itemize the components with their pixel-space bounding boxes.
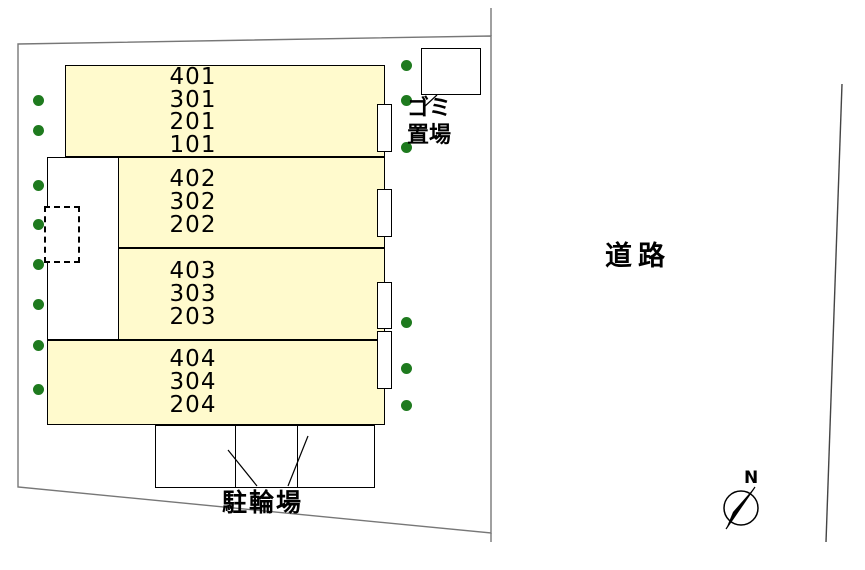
building-block-2: 402 302 202 [118,157,385,248]
unit-label: 304 [169,369,217,395]
bicycle-parking-area [155,425,375,488]
tree-icon [33,219,44,230]
unit-numbers-block-3: 403 303 203 [143,249,243,339]
tree-icon [401,363,412,374]
garbage-area-label: ゴミ 置場 [407,95,451,149]
building-block-4: 404 304 204 [47,340,385,425]
tree-icon [33,384,44,395]
unit-numbers-block-4: 404 304 204 [143,341,243,424]
unit-label: 203 [169,303,217,330]
tree-icon [401,142,412,153]
garbage-label-line2: 置場 [407,123,452,148]
bicycle-stall-divider [235,426,236,487]
tree-icon [33,299,44,310]
unit-label: 201 [169,109,217,135]
unit-label: 202 [169,212,217,238]
garbage-label-line1: ゴミ [407,96,452,121]
unit-label: 204 [169,392,217,418]
tree-icon [401,400,412,411]
balcony-partition [377,104,392,152]
tree-icon [33,180,44,191]
balcony-partition [377,282,392,329]
garbage-area-box [421,48,481,95]
road-label: 道路 [605,241,671,272]
unit-label: 404 [169,346,217,372]
balcony-partition [377,189,392,237]
building-block-1: 401 301 201 101 [65,65,385,157]
tree-icon [33,95,44,106]
tree-icon [33,340,44,351]
unit-label: 303 [169,280,217,307]
unit-label: 403 [169,257,217,284]
tree-icon [33,125,44,136]
tree-icon [401,317,412,328]
tree-icon [401,60,412,71]
tree-icon [33,259,44,270]
building-block-3: 403 303 203 [118,248,385,340]
unit-label: 301 [169,86,217,113]
unit-label: 101 [169,131,217,158]
balcony-partition [377,331,392,389]
unit-label: 302 [169,189,217,215]
bicycle-parking-label: 駐輪場 [222,488,304,517]
entrance-porch-dashed [44,206,80,263]
unit-label: 401 [169,64,217,90]
unit-numbers-block-1: 401 301 201 101 [143,66,243,156]
unit-numbers-block-2: 402 302 202 [143,158,243,247]
tree-icon [401,95,412,106]
unit-label: 402 [169,166,217,192]
bicycle-stall-divider [297,426,298,487]
road-edge-line [825,83,843,543]
